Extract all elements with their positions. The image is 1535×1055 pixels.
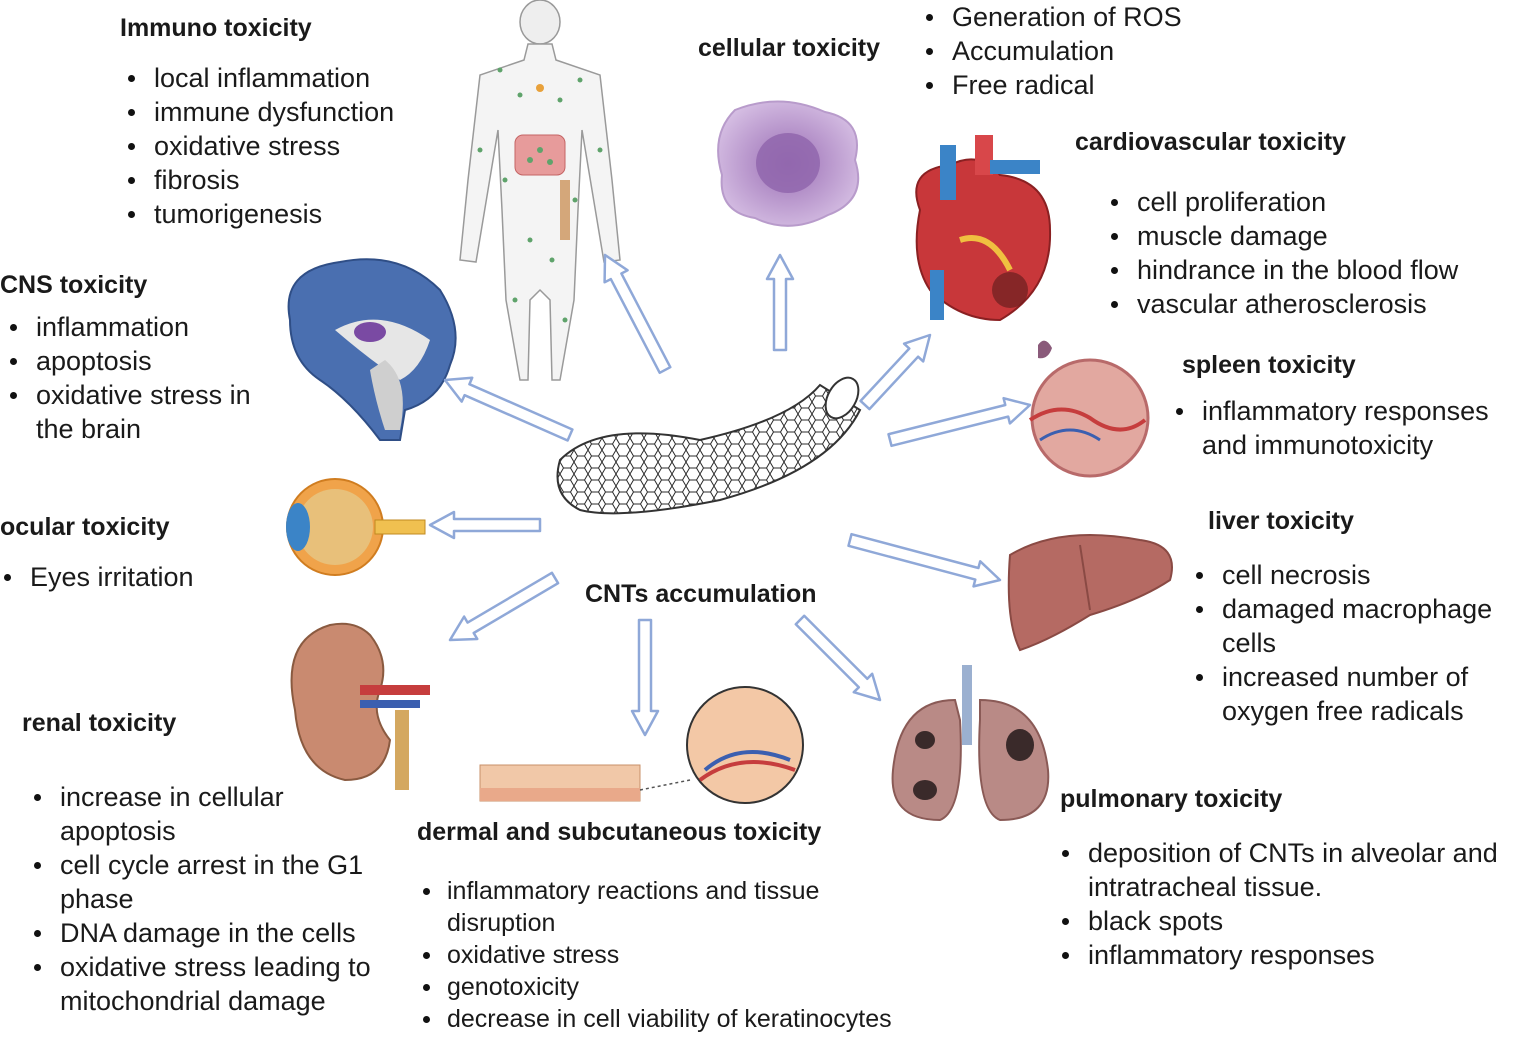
list-item: Eyes irritation — [0, 560, 194, 594]
cardiovascular-toxicity-block: cardiovascular toxicity cell proliferati… — [1075, 127, 1458, 321]
list-item: local inflammation — [120, 61, 394, 95]
arrow-to-lungs — [794, 614, 882, 702]
list-item: cell proliferation — [1103, 185, 1458, 219]
renal-toxicity-block: renal toxicity increase in cellular apop… — [22, 708, 402, 1018]
cell-illustration — [717, 100, 860, 227]
list-item: vascular atherosclerosis — [1103, 287, 1458, 321]
cns-toxicity-title: CNS toxicity — [0, 271, 148, 299]
liver-toxicity-list: cell necrosis damaged macrophage cells i… — [1188, 558, 1513, 728]
immuno-toxicity-list: local inflammation immune dysfunction ox… — [120, 61, 394, 231]
list-item: cell cycle arrest in the G1 phase — [26, 848, 396, 916]
list-item: damaged macrophage cells — [1188, 592, 1513, 660]
brain-illustration — [287, 258, 457, 441]
list-item: Generation of ROS — [918, 0, 1182, 34]
lungs-illustration — [891, 665, 1050, 822]
arrow-to-brain — [443, 376, 574, 442]
cardiovascular-toxicity-list: cell proliferation muscle damage hindran… — [1103, 185, 1458, 321]
list-item: oxidative stress in the brain — [2, 378, 272, 446]
list-item: oxidative stress — [120, 129, 394, 163]
list-item: inflammatory responses — [1054, 938, 1504, 972]
pulmonary-toxicity-title: pulmonary toxicity — [1060, 785, 1283, 813]
arrow-to-eye — [428, 510, 542, 540]
dermal-toxicity-block: dermal and subcutaneous toxicity inflamm… — [417, 817, 977, 1035]
arrow-to-heart — [859, 333, 932, 411]
list-item: inflammatory responses and immunotoxicit… — [1168, 394, 1518, 462]
arrow-to-body — [603, 253, 672, 375]
list-item: deposition of CNTs in alveolar and intra… — [1054, 836, 1504, 904]
cellular-toxicity-title-block: cellular toxicity — [698, 33, 880, 63]
list-item: apoptosis — [2, 344, 272, 378]
list-item: oxidative stress — [417, 939, 887, 971]
arrow-to-liver — [847, 532, 1002, 588]
heart-illustration — [915, 135, 1052, 322]
list-item: Free radical — [918, 68, 1182, 102]
ocular-toxicity-title: ocular toxicity — [0, 513, 170, 541]
liver-toxicity-title: liver toxicity — [1208, 507, 1354, 535]
liver-toxicity-block: liver toxicity cell necrosis damaged mac… — [1196, 506, 1533, 728]
list-item: inflammatory reactions and tissue disrup… — [417, 875, 887, 939]
cns-toxicity-list: inflammation apoptosis oxidative stress … — [2, 310, 272, 446]
pulmonary-toxicity-block: pulmonary toxicity deposition of CNTs in… — [1060, 784, 1530, 972]
list-item: Accumulation — [918, 34, 1182, 68]
list-item: genotoxicity — [417, 971, 887, 1003]
dermal-toxicity-title: dermal and subcutaneous toxicity — [417, 818, 822, 846]
list-item: hindrance in the blood flow — [1103, 253, 1458, 287]
list-item: black spots — [1054, 904, 1504, 938]
spleen-toxicity-list: inflammatory responses and immunotoxicit… — [1168, 394, 1518, 462]
ocular-toxicity-list: Eyes irritation — [0, 560, 194, 594]
dermal-toxicity-list: inflammatory reactions and tissue disrup… — [417, 875, 892, 1035]
immuno-toxicity-block: Immuno toxicity local inflammation immun… — [120, 13, 394, 231]
arrow-to-cell — [765, 253, 795, 352]
human-body-illustration — [459, 0, 621, 381]
list-item: tumorigenesis — [120, 197, 394, 231]
list-item: cell necrosis — [1188, 558, 1513, 592]
immuno-toxicity-title: Immuno toxicity — [120, 14, 312, 42]
cns-toxicity-block: CNS toxicity inflammation apoptosis oxid… — [0, 270, 280, 446]
cellular-toxicity-title: cellular toxicity — [698, 34, 881, 62]
spleen-toxicity-block: spleen toxicity inflammatory responses a… — [1176, 350, 1532, 462]
arrow-to-skin — [630, 618, 660, 737]
list-item: immune dysfunction — [120, 95, 394, 129]
cellular-toxicity-block: Generation of ROS Accumulation Free radi… — [918, 0, 1182, 102]
list-item: increase in cellular apoptosis — [26, 780, 396, 848]
list-item: inflammation — [2, 310, 272, 344]
arrow-to-kidney — [448, 571, 560, 642]
list-item: decrease in cell viability of keratinocy… — [417, 1003, 892, 1035]
list-item: fibrosis — [120, 163, 394, 197]
renal-toxicity-list: increase in cellular apoptosis cell cycl… — [26, 780, 396, 1018]
renal-toxicity-title: renal toxicity — [22, 709, 177, 737]
skin-illustration — [479, 686, 804, 804]
arrows-group — [428, 253, 1032, 737]
kidney-illustration — [290, 622, 430, 790]
liver-illustration — [1007, 534, 1173, 652]
cellular-toxicity-list: Generation of ROS Accumulation Free radi… — [918, 0, 1182, 102]
eye-illustration — [286, 478, 426, 576]
spleen-toxicity-title: spleen toxicity — [1182, 351, 1356, 379]
list-item: increased number of oxygen free radicals — [1188, 660, 1513, 728]
list-item: muscle damage — [1103, 219, 1458, 253]
carbon-nanotube-illustration — [556, 376, 862, 515]
pulmonary-toxicity-list: deposition of CNTs in alveolar and intra… — [1054, 836, 1504, 972]
ocular-toxicity-block: ocular toxicity Eyes irritation — [0, 512, 194, 594]
spleen-illustration — [1028, 340, 1150, 478]
center-label: CNTs accumulation — [585, 580, 817, 608]
list-item: oxidative stress leading to mitochondria… — [26, 950, 396, 1018]
list-item: DNA damage in the cells — [26, 916, 396, 950]
cardiovascular-toxicity-title: cardiovascular toxicity — [1075, 128, 1346, 156]
arrow-to-spleen — [887, 396, 1032, 448]
